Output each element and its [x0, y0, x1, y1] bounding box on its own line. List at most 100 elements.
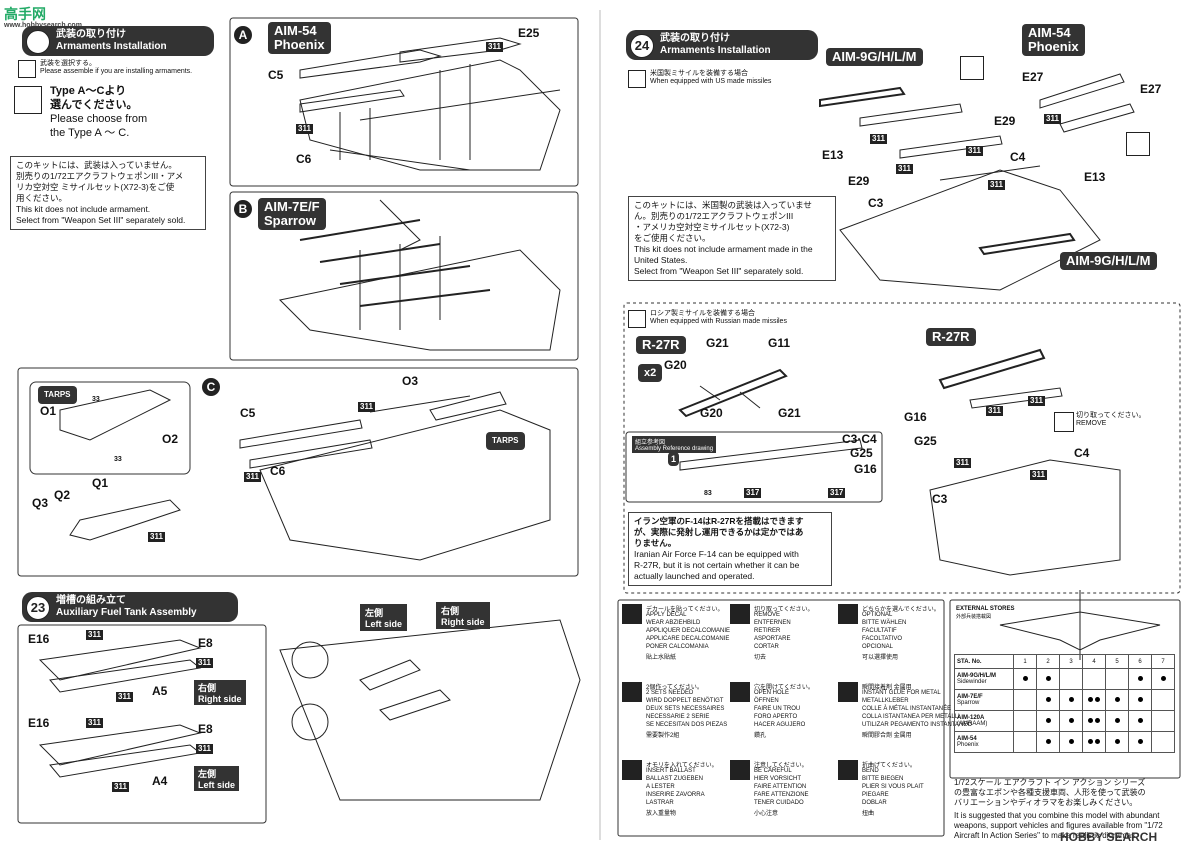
- station-cell: [1151, 710, 1175, 732]
- part-e29: E29: [994, 114, 1016, 128]
- legend-text: HACER AGUJERO: [754, 722, 806, 728]
- left-en: Left side: [365, 619, 403, 629]
- iran-l6: actually launched and operated.: [634, 571, 755, 581]
- part-g25: G25: [850, 446, 873, 460]
- part-311: 311: [148, 532, 165, 542]
- type-note-l4: the Type A ～ C.: [50, 127, 130, 139]
- station-cell: [1013, 689, 1037, 711]
- aim7-nickname: Sparrow: [264, 213, 317, 228]
- warn-l3: リカ空対空 ミサイルセット(X72-3)をご使: [16, 182, 175, 192]
- part-311: 311: [296, 124, 313, 134]
- part-g21: G21: [778, 406, 801, 420]
- store-subname: Phoenix: [957, 742, 979, 748]
- warn-l4: をご使用ください。: [634, 233, 711, 243]
- iran-l5: R-27R, but it is not certain whether it …: [634, 560, 800, 570]
- station-cell: [1036, 668, 1060, 690]
- part-311: 311: [1028, 396, 1045, 406]
- legend-text: UTILIZAR PEGAMENTO INSTANTANEO: [862, 722, 973, 728]
- part-c3: C3: [932, 492, 948, 506]
- x2-icon: x2: [638, 364, 663, 382]
- step-title-jp: 武装の取り付け: [660, 33, 730, 44]
- part-e13: E13: [822, 148, 844, 162]
- station-number: 1: [1013, 654, 1037, 669]
- part-g21: G21: [706, 336, 729, 350]
- part-e29: E29: [848, 174, 870, 188]
- legend-text: INSERT BALLAST: [646, 768, 696, 774]
- store-dot: [1068, 738, 1074, 744]
- watermark-url: www.hobbysearch.com: [4, 22, 82, 29]
- step-title-en: Auxiliary Fuel Tank Assembly: [56, 607, 197, 618]
- part-g20: G20: [664, 358, 687, 372]
- store-dot: [1045, 738, 1051, 744]
- part-311: 311: [112, 782, 129, 792]
- part-311: 311: [966, 146, 983, 156]
- legend-text: DOBLAR: [862, 800, 887, 806]
- series-l3: バリエーションやディオラマをお楽しみください。: [954, 798, 1138, 807]
- store-subname: Sidewinder: [957, 679, 987, 685]
- part-311: 311: [1044, 114, 1061, 124]
- legend-text: 折曲げてください。: [862, 763, 916, 769]
- part-c6: C6: [270, 464, 286, 478]
- ru-missile-en: When equipped with Russian made missiles: [650, 318, 787, 325]
- aim7-name: AIM-7E/F: [264, 199, 320, 214]
- part-a5: A5: [152, 684, 168, 698]
- legend-text: SE NECESITAN DOS PIEZAS: [646, 722, 728, 728]
- station-cell: [1059, 731, 1083, 753]
- legend-text: DEUX SETS NECESSAIRES: [646, 706, 725, 712]
- store-dot: [1088, 738, 1093, 744]
- store-subname: (AMRAAM): [957, 721, 988, 727]
- iran-l1: イラン空軍のF-14はR-27Rを搭載はできます: [634, 516, 804, 526]
- left-en: Left side: [198, 780, 236, 790]
- part-311: 311: [86, 630, 103, 640]
- series-l5: weapons, support vehicles and figures av…: [954, 821, 1163, 830]
- sub-note-jp: 武装を選択する。: [40, 60, 96, 67]
- legend-text: BITTE BIEGEN: [862, 776, 904, 782]
- ref-jp: 組立参考図: [635, 440, 666, 446]
- warn-l5: This kit does not include armament made …: [634, 244, 813, 254]
- cut-en: REMOVE: [1076, 420, 1107, 427]
- step-ref-1: 1: [668, 452, 680, 466]
- armament-warning-box: このキットには、武装は入っていません。 別売りの1/72エアクラフトウェポンII…: [10, 156, 206, 230]
- legend-symbol-icon: [622, 682, 642, 702]
- station-cell: [1128, 731, 1152, 753]
- step-header-armaments: 24 武装の取り付け Armaments Installation: [626, 30, 818, 60]
- legend-text: 瞬間膠合劑 金属用: [862, 733, 912, 739]
- part-311: 311: [988, 180, 1005, 190]
- part-g11: G11: [768, 336, 791, 350]
- legend-text: 切去: [754, 655, 767, 661]
- part-311: 311: [986, 406, 1003, 416]
- r27r-tag: R-27R: [636, 336, 686, 354]
- legend-text: 2個作ってください。: [646, 685, 703, 691]
- store-dot: [1095, 717, 1100, 723]
- legend-text: COLLE À MÉTAL INSTANTANÉE: [862, 706, 952, 712]
- us-armament-warning-box: このキットには、米国製の武装は入っていませ ん。別売りの1/72エアクラフトウェ…: [628, 196, 836, 281]
- station-cell: [1059, 710, 1083, 732]
- station-cell: [1082, 689, 1106, 711]
- aim54-name: AIM-54: [274, 23, 317, 38]
- store-dot: [1045, 675, 1051, 681]
- station-cell: [1151, 731, 1175, 753]
- step-title-jp: 増槽の組み立て: [56, 595, 126, 606]
- legend-symbol-icon: [838, 604, 858, 624]
- part-a4: A4: [152, 774, 168, 788]
- store-dot: [1137, 738, 1143, 744]
- part-c3c4: C3·C4: [842, 432, 877, 446]
- store-dot: [1045, 717, 1051, 723]
- optional-icon: [1126, 132, 1150, 156]
- part-c5: C5: [268, 68, 284, 82]
- store-name: AIM-9G/H/L/M: [957, 673, 996, 679]
- legend-text: APPLIQUER DECALCOMANIE: [646, 628, 731, 634]
- part-q1: Q1: [92, 476, 109, 490]
- store-cell: AIM-120A(AMRAAM): [954, 710, 1014, 732]
- part-311: 311: [196, 744, 213, 754]
- optional-icon: [628, 70, 646, 88]
- aim9-tag: AIM-9G/H/L/M: [826, 48, 923, 66]
- legend-text: 瞬間接着剤 金属用: [862, 685, 912, 691]
- part-e13: E13: [1084, 170, 1106, 184]
